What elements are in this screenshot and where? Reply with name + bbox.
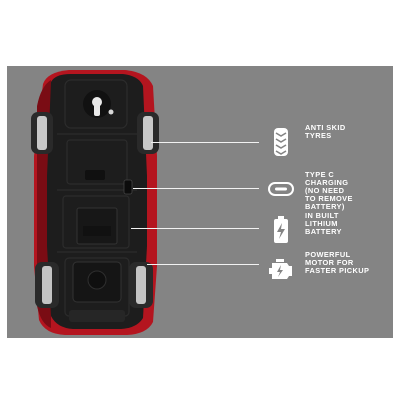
feature-anti-skid-tyres: ANTI SKID TYRES [265, 123, 393, 159]
feature-label: ANTI SKID TYRES [305, 123, 346, 140]
front-left-tyre [31, 112, 53, 154]
rear-left-tyre [35, 262, 59, 308]
callout-line-charging [133, 188, 259, 189]
tyre-tread-icon [274, 128, 288, 156]
callout-line-battery [131, 228, 259, 229]
feature-label: IN BUILT LITHIUM BATTERY [305, 211, 342, 236]
feature-type-c-charging: TYPE C CHARGING (NO NEED TO REMOVE BATTE… [265, 171, 393, 211]
feature-powerful-motor: POWERFUL MOTOR FOR FASTER PICKUP [265, 250, 393, 286]
product-panel: ANTI SKID TYRES TYPE C CHARGING (NO NEED… [7, 66, 393, 338]
feature-label: TYPE C CHARGING (NO NEED TO REMOVE BATTE… [305, 170, 353, 211]
battery-charging-icon [274, 216, 288, 243]
feature-lithium-battery: IN BUILT LITHIUM BATTERY [265, 211, 393, 247]
usb-type-c-icon [268, 182, 294, 196]
front-right-tyre [137, 112, 159, 154]
chassis-plate [47, 74, 147, 329]
rc-car-underside-image [31, 70, 159, 335]
engine-motor-icon [269, 259, 292, 279]
callout-line-tyres [151, 142, 259, 143]
feature-label: POWERFUL MOTOR FOR FASTER PICKUP [305, 250, 370, 275]
callout-line-motor [147, 264, 259, 265]
rear-right-tyre [129, 262, 153, 308]
